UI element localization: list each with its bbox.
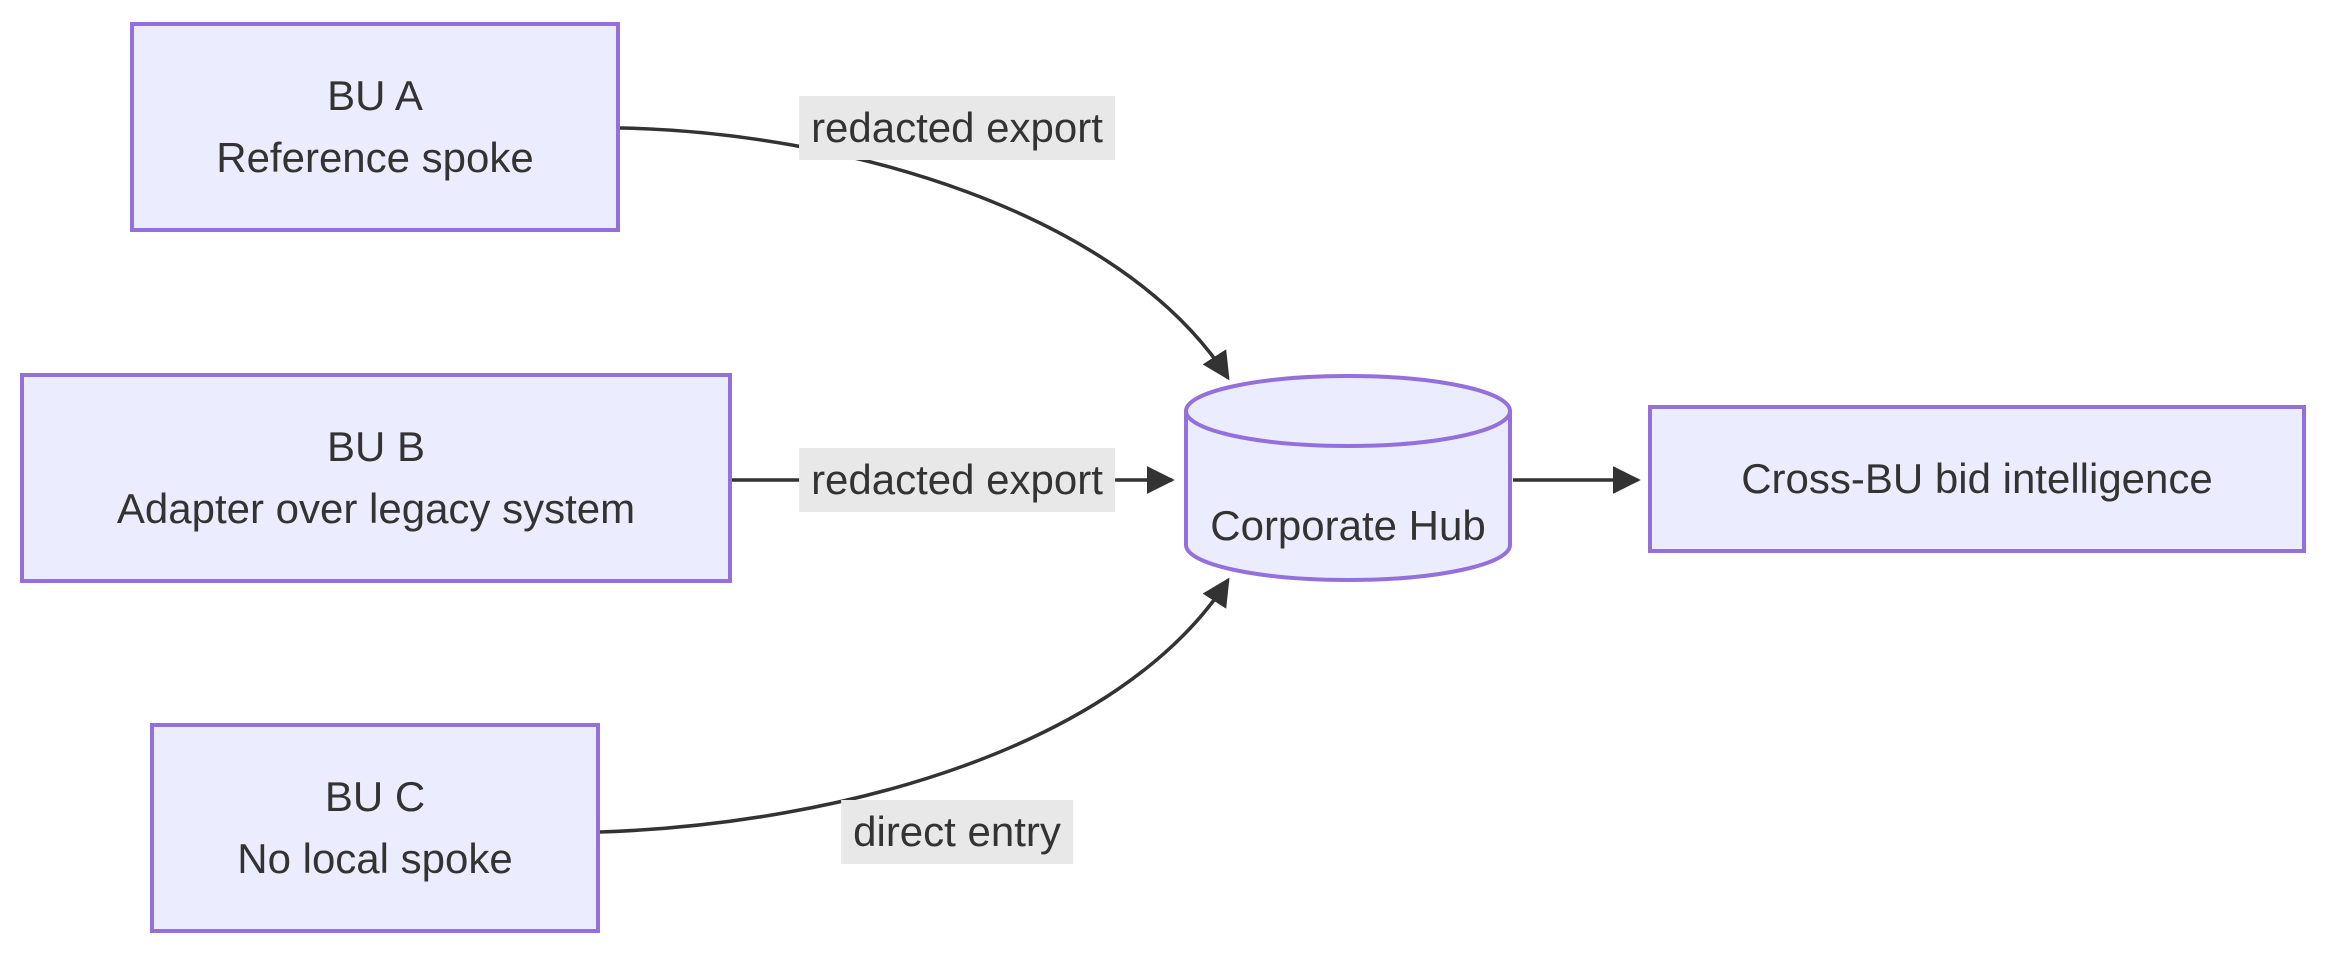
node-bu-a: BU A Reference spoke xyxy=(130,22,620,232)
node-corporate-hub: Corporate Hub xyxy=(1183,373,1513,583)
edge-bu-c-to-hub xyxy=(599,577,1230,834)
cylinder-shape xyxy=(1184,374,1512,582)
node-corporate-hub-label: Corporate Hub xyxy=(1210,502,1486,549)
node-bu-b-title: BU B xyxy=(326,423,426,470)
node-bu-a-title: BU A xyxy=(327,72,423,119)
node-bu-b-subtitle: Adapter over legacy system xyxy=(116,485,636,532)
node-bu-c-subtitle: No local spoke xyxy=(237,835,513,882)
edge-label-redacted-export-a: redacted export xyxy=(799,96,1115,160)
edge-label-redacted-export-b: redacted export xyxy=(799,448,1115,512)
node-cross-bu-intelligence: Cross-BU bid intelligence xyxy=(1648,405,2306,553)
edge-label-direct-entry: direct entry xyxy=(841,800,1073,864)
node-bu-c-title: BU C xyxy=(324,773,426,820)
node-bu-b: BU B Adapter over legacy system xyxy=(20,373,732,583)
node-bu-c: BU C No local spoke xyxy=(150,723,600,933)
edge-bu-a-to-hub xyxy=(619,126,1230,381)
node-cross-bu-intelligence-label: Cross-BU bid intelligence xyxy=(1741,455,2213,502)
node-bu-a-subtitle: Reference spoke xyxy=(216,134,534,181)
